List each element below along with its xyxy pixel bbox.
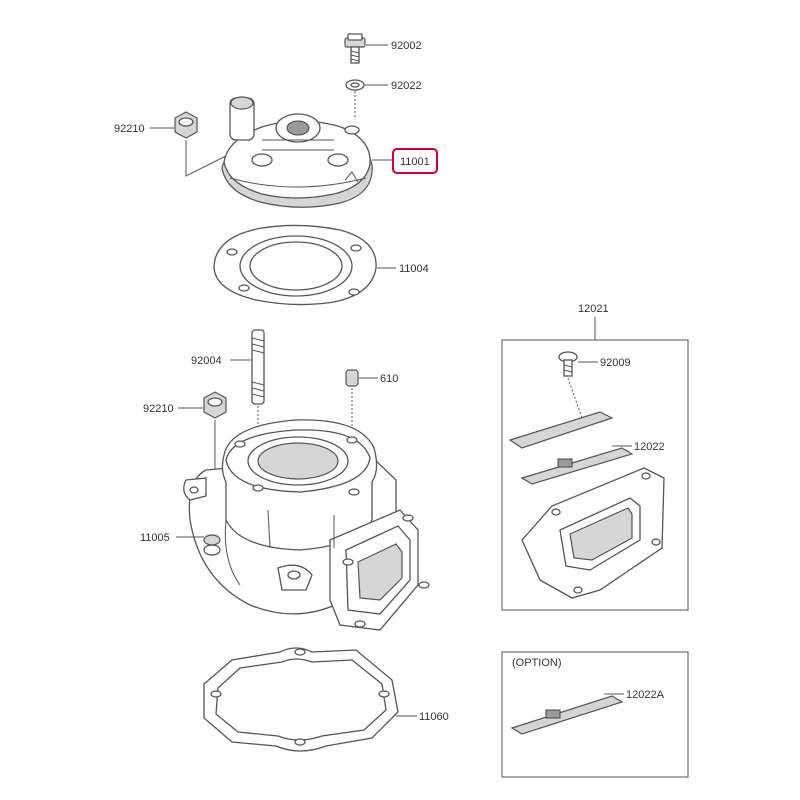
bolt-92002[interactable] [344,33,366,64]
part-label-12022[interactable]: 12022 [634,441,665,453]
stud-92004[interactable] [251,329,265,405]
part-label-12021[interactable]: 12021 [578,303,609,315]
part-label-92004[interactable]: 92004 [191,355,222,367]
part-label-11060[interactable]: 11060 [419,711,449,723]
highlight-box-11001 [392,148,438,174]
dowel-pin-610[interactable] [345,369,359,387]
part-label-92210-lower[interactable]: 92210 [143,403,174,415]
head-gasket-11004[interactable] [213,224,377,306]
nut-92210-lower[interactable] [203,391,227,419]
part-label-12022A[interactable]: 12022A [626,689,665,701]
reed-valve-assembly-box [501,339,689,611]
part-label-610[interactable]: 610 [380,373,398,385]
washer-92022[interactable] [345,79,365,91]
part-label-11004[interactable]: 11004 [399,263,429,275]
part-label-92022[interactable]: 92022 [391,80,422,92]
part-label-92009[interactable]: 92009 [600,357,631,369]
option-label: (OPTION) [512,657,562,669]
part-label-92210-top[interactable]: 92210 [114,123,145,135]
part-label-11005[interactable]: 11005 [140,532,170,544]
cylinder-11005[interactable] [183,419,430,631]
part-label-92002[interactable]: 92002 [391,40,422,52]
screw-92009[interactable] [558,351,578,377]
cylinder-head-11001[interactable] [221,96,373,208]
reed-cage[interactable] [521,467,665,599]
reed-petal-12022A[interactable] [510,695,624,735]
reed-stopper[interactable] [508,411,614,449]
part-label-11001[interactable]: 11001 [400,156,430,168]
option-box [501,651,689,778]
base-gasket-11060[interactable] [203,647,399,752]
nut-92210-top[interactable] [174,111,198,139]
reed-petal-12022[interactable] [520,447,634,485]
